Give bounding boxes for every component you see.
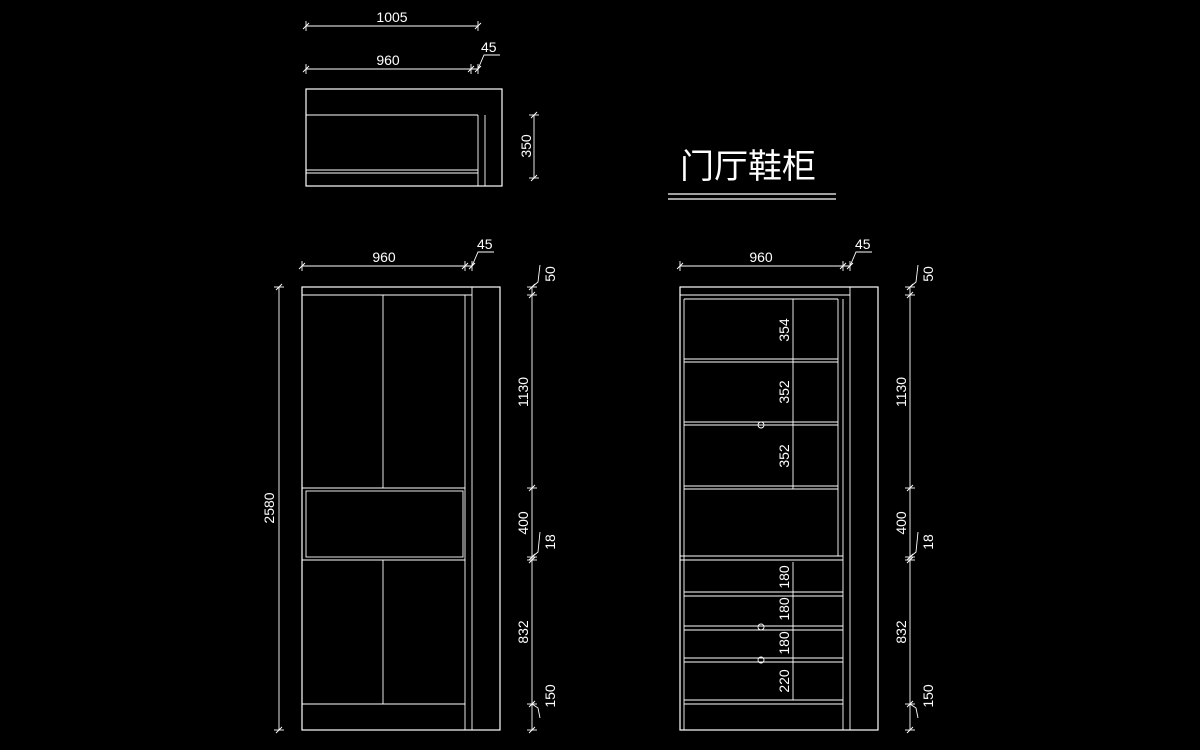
section-upper-shelf-label: 354 [776, 318, 792, 342]
front-height-upper-label: 1130 [515, 377, 531, 407]
plan-body-width-label: 960 [376, 52, 400, 68]
section-lower-shelf-label: 220 [776, 669, 792, 693]
shelf-pin-icon [757, 656, 765, 664]
drawing-title: 门厅鞋柜 [680, 147, 816, 187]
section-height-base-label: 150 [920, 684, 936, 708]
front-elevation: 960 45 2580 50 1130 400 18 832 150 [261, 236, 558, 734]
shelf-pin-icon [757, 421, 765, 429]
section-upper-shelf-label: 352 [776, 444, 792, 468]
plan-depth-label: 350 [518, 134, 534, 158]
section-lower-shelf-label: 180 [776, 597, 792, 621]
section-height-lower-label: 832 [893, 620, 909, 644]
section-lower-shelf-label: 180 [776, 565, 792, 589]
section-side-label: 45 [855, 236, 871, 252]
front-height-shelf-label: 18 [542, 534, 558, 550]
section-height-upper-label: 1130 [893, 377, 909, 407]
front-overall-height-label: 2580 [261, 492, 277, 523]
section-width-label: 960 [749, 249, 773, 265]
section-view: 354 352 352 180 180 180 220 960 45 [676, 236, 936, 734]
front-width-label: 960 [372, 249, 396, 265]
plan-total-width-label: 1005 [376, 9, 407, 25]
section-upper-shelf-label: 352 [776, 380, 792, 404]
plan-view: 1005 960 45 350 [302, 9, 539, 187]
section-lower-shelf-label: 180 [776, 631, 792, 655]
plan-side-width-label: 45 [481, 39, 497, 55]
section-height-top-label: 50 [920, 266, 936, 282]
section-height-shelf-label: 18 [920, 534, 936, 550]
front-height-base-label: 150 [542, 684, 558, 708]
section-height-middle-label: 400 [893, 511, 909, 535]
front-height-top-label: 50 [542, 266, 558, 282]
front-side-label: 45 [477, 236, 493, 252]
shelf-pin-icon [757, 623, 765, 631]
front-height-middle-label: 400 [515, 511, 531, 535]
front-height-lower-label: 832 [515, 620, 531, 644]
